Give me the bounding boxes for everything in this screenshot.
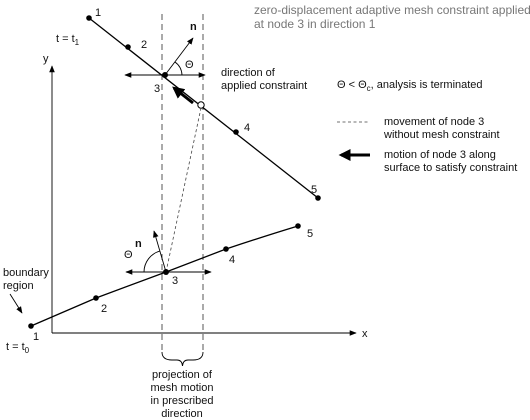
top-surface: 1 2 3 4 5 t = t1 n Θ (56, 7, 321, 201)
legend-arrow-line-2: surface to satisfy constraint (384, 162, 517, 174)
direction-label-line-1: direction of (221, 67, 276, 79)
top-node-4 (233, 129, 239, 135)
y-axis-label: y (43, 53, 49, 65)
bottom-surface: 1 2 3 4 5 t = t0 n Θ (6, 223, 313, 355)
top-normal-arrow (164, 37, 194, 76)
bottom-node-5 (295, 223, 301, 229)
boundary-label-line-2: region (3, 280, 34, 292)
bottom-normal-arrow (153, 230, 167, 273)
bottom-node-5-label: 5 (307, 228, 313, 240)
legend: movement of node 3 without mesh constrai… (337, 116, 517, 174)
top-normal-label: n (190, 21, 197, 33)
top-node-1-label: 1 (95, 7, 101, 19)
bottom-normal-label: n (135, 238, 142, 250)
projection-lines (161, 14, 204, 367)
diagram-title: zero-displacement adaptive mesh constrai… (254, 3, 530, 31)
bottom-time-label: t = t0 (6, 341, 30, 355)
top-node-5 (315, 195, 321, 201)
bottom-node-3-label: 3 (172, 275, 178, 287)
node-3-unconstrained-movement (165, 107, 202, 273)
top-node-2-label: 2 (141, 39, 147, 51)
boundary-region-annotation: boundary region (3, 267, 49, 314)
boundary-label-line-1: boundary (3, 267, 49, 279)
top-node-4-label: 4 (244, 122, 250, 134)
top-node-2 (125, 44, 131, 50)
projection-label-line-2: mesh motion (151, 382, 214, 394)
bottom-node-2-label: 2 (101, 303, 107, 315)
top-angle-label: Θ (185, 59, 194, 71)
legend-arrow-line-1: motion of node 3 along (384, 149, 496, 161)
bottom-surface-line (30, 225, 299, 327)
coordinate-axes: y x (43, 53, 368, 340)
projection-annotation: projection of mesh motion in prescribed … (151, 369, 214, 420)
title-line-1: zero-displacement adaptive mesh constrai… (254, 3, 530, 17)
projection-label-line-4: direction (161, 408, 203, 420)
x-axis-label: x (362, 328, 368, 340)
bottom-node-4-label: 4 (229, 254, 235, 266)
legend-dashed-line-2: without mesh constraint (383, 129, 500, 141)
projection-label-line-1: projection of (152, 369, 213, 381)
bottom-angle-label: Θ (124, 249, 133, 261)
top-node-3-label: 3 (154, 83, 160, 95)
top-node-1 (86, 15, 92, 21)
top-time-label: t = t1 (56, 33, 80, 47)
node-3-unconstrained-position (197, 101, 205, 109)
boundary-pointer-arrow (9, 293, 23, 314)
bottom-node-2 (93, 295, 99, 301)
top-angle-arc (174, 61, 183, 76)
title-line-2: at node 3 in direction 1 (254, 17, 376, 31)
top-motion-arrow (172, 86, 194, 105)
bottom-node-1-label: 1 (33, 331, 39, 343)
top-surface-line (88, 17, 319, 199)
legend-dashed-line-1: movement of node 3 (384, 116, 484, 128)
projection-brace (161, 351, 204, 367)
direction-annotation: direction of applied constraint (221, 67, 307, 92)
direction-label-line-2: applied constraint (221, 80, 307, 92)
bottom-node-4 (223, 246, 229, 252)
top-node-5-label: 5 (311, 184, 317, 196)
termination-condition: Θ < Θc, analysis is terminated (337, 79, 483, 93)
projection-label-line-3: in prescribed (151, 395, 214, 407)
bottom-node-1 (28, 323, 34, 329)
bottom-angle-arc (143, 250, 161, 273)
